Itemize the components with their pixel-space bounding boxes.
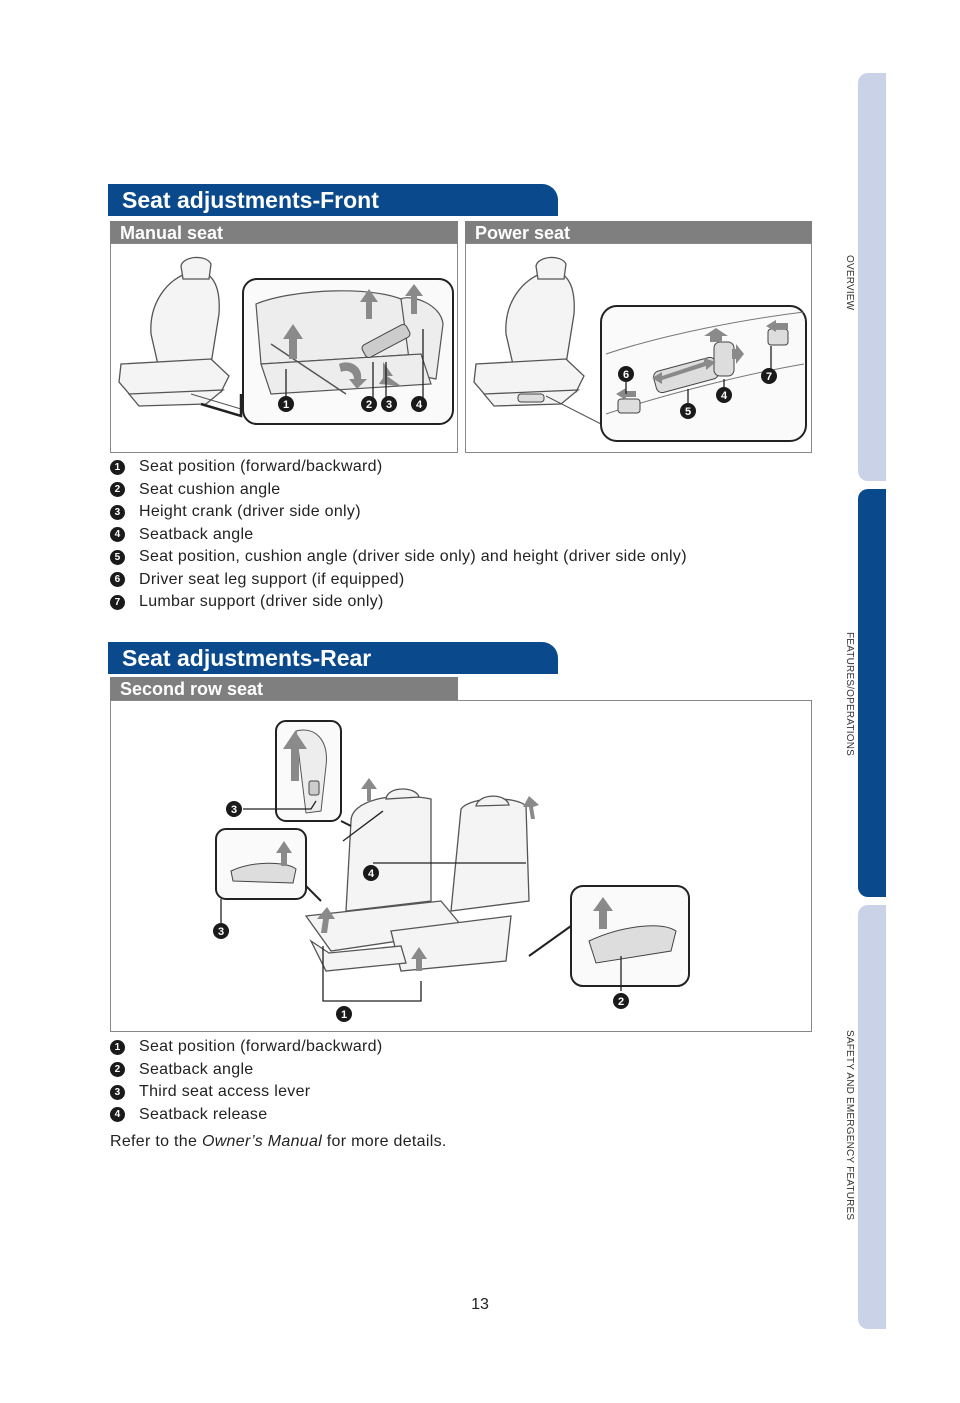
manual-seat-illustration: 1 2 3 4 <box>110 243 458 453</box>
svg-text:6: 6 <box>623 369 629 381</box>
svg-text:3: 3 <box>386 399 392 411</box>
svg-text:3: 3 <box>231 804 237 816</box>
side-tab-safety[interactable] <box>858 905 886 1329</box>
second-row-seat-drawing: 3 3 4 1 2 <box>213 720 690 1022</box>
rear-callouts: 3 3 4 1 2 <box>213 801 629 1022</box>
svg-text:2: 2 <box>366 399 372 411</box>
power-seat-illustration: 6 5 4 7 <box>465 243 812 453</box>
power-callouts: 6 5 4 7 <box>618 366 777 419</box>
power-seat-drawing: 6 5 4 7 <box>473 256 807 442</box>
side-label-safety: SAFETY AND EMERGENCY FEATURES <box>844 1030 855 1221</box>
manual-seat-label: Manual seat <box>110 221 458 245</box>
svg-text:4: 4 <box>721 390 728 402</box>
side-tab-features[interactable] <box>858 489 886 897</box>
manual-seat-drawing: 1 2 3 4 <box>118 256 454 425</box>
side-label-overview: OVERVIEW <box>844 255 855 311</box>
svg-text:5: 5 <box>685 406 691 418</box>
owners-manual-title: Owner’s Manual <box>201 1133 323 1150</box>
svg-text:3: 3 <box>218 926 224 938</box>
svg-text:4: 4 <box>368 868 375 880</box>
front-section-title: Seat adjustments-Front <box>108 184 558 216</box>
svg-text:7: 7 <box>766 371 772 383</box>
side-label-features: FEATURES/OPERATIONS <box>844 632 855 757</box>
side-tab-overview[interactable] <box>858 73 886 481</box>
owners-manual-note: Refer to the Owner’s Manual for more det… <box>110 1133 447 1150</box>
manual-callouts: 1 2 3 4 <box>278 396 427 412</box>
power-seat-label: Power seat <box>465 221 812 245</box>
svg-text:2: 2 <box>618 996 624 1008</box>
rear-section-title: Seat adjustments-Rear <box>108 642 558 674</box>
svg-text:1: 1 <box>341 1009 347 1021</box>
svg-text:1: 1 <box>283 399 289 411</box>
second-row-seat-label: Second row seat <box>110 677 458 701</box>
second-row-seat-illustration: 3 3 4 1 2 <box>110 700 812 1032</box>
page-number: 13 <box>471 1296 489 1313</box>
svg-text:4: 4 <box>416 399 423 411</box>
